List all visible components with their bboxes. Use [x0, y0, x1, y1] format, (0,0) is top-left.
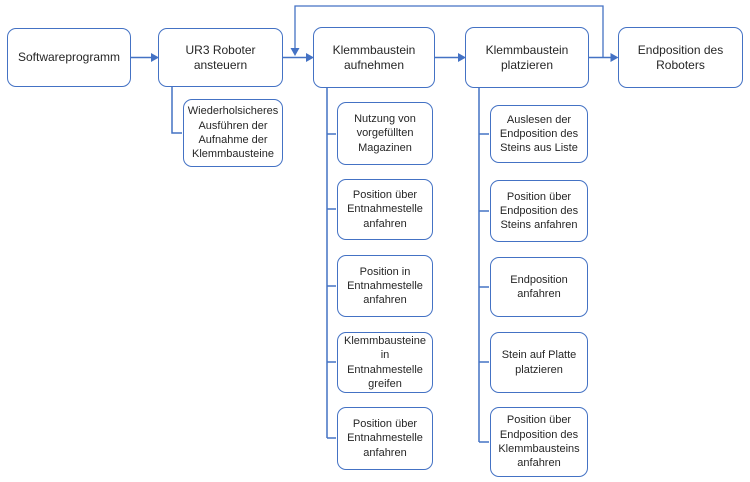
substep-stein-auf-platte: Stein auf Platte platzieren	[490, 332, 588, 393]
flow-step-label: Softwareprogramm	[17, 50, 121, 64]
loop-arrow	[290, 5, 604, 58]
substep-label: Position über Endposition des Klemmbaust…	[498, 414, 580, 470]
substep-position-ueber-endposition-steins: Position über Endposition des Steins anf…	[490, 180, 588, 242]
arrow-platzieren-to-endposition	[589, 53, 619, 62]
flow-step-klemmbaustein-aufnehmen: Klemmbaustein aufnehmen	[313, 27, 435, 88]
arrow-ur3-to-aufnehmen	[283, 53, 314, 62]
arrow-aufnehmen-to-platzieren	[435, 53, 466, 62]
substep-label: Klemmbausteine in Entnahmestelle greifen	[344, 334, 426, 390]
substep-endposition-anfahren: Endposition anfahren	[490, 257, 588, 317]
flow-step-label: Klemmbaustein platzieren	[485, 42, 569, 72]
substep-label: Position über Entnahmestelle anfahren	[347, 418, 423, 459]
substep-position-ueber-endposition-klemmbausteins: Position über Endposition des Klemmbaust…	[490, 407, 588, 477]
substep-label: Position über Endposition des Steins anf…	[499, 190, 579, 232]
substep-label: Endposition anfahren	[510, 273, 568, 300]
flow-step-label: Klemmbaustein aufnehmen	[332, 42, 416, 72]
substep-label: Position über Entnahmestelle anfahren	[347, 189, 423, 230]
flow-step-klemmbaustein-platzieren: Klemmbaustein platzieren	[465, 27, 589, 88]
branch-aufnehmen	[326, 88, 336, 439]
arrow-softwareprogramm-to-ur3	[131, 53, 159, 62]
substep-position-ueber-entnahmestelle-2: Position über Entnahmestelle anfahren	[337, 407, 433, 470]
substep-label: Auslesen der Endposition des Steins aus …	[499, 113, 579, 155]
substep-label: Nutzung von vorgefüllten Magazinen	[354, 113, 416, 154]
flow-step-ur3-roboter-ansteuern: UR3 Roboter ansteuern	[158, 28, 283, 87]
branch-platzieren	[478, 88, 489, 443]
substep-auslesen-endposition: Auslesen der Endposition des Steins aus …	[490, 105, 588, 163]
flow-step-softwareprogramm: Softwareprogramm	[7, 28, 131, 87]
substep-position-ueber-entnahmestelle-1: Position über Entnahmestelle anfahren	[337, 179, 433, 240]
substep-nutzung-magazine: Nutzung von vorgefüllten Magazinen	[337, 102, 433, 165]
flow-step-label: Endposition des Roboters	[637, 42, 724, 72]
substep-wiederholsicheres-ausfuehren: Wiederholsicheres Ausführen der Aufnahme…	[183, 99, 283, 167]
substep-label: Position in Entnahmestelle anfahren	[347, 265, 423, 307]
substep-label: Wiederholsicheres Ausführen der Aufnahme…	[187, 105, 279, 161]
flow-step-label: UR3 Roboter ansteuern	[185, 42, 256, 72]
substep-position-in-entnahmestelle: Position in Entnahmestelle anfahren	[337, 255, 433, 317]
flow-step-endposition-des-roboters: Endposition des Roboters	[618, 27, 743, 88]
substep-klemmbausteine-greifen: Klemmbausteine in Entnahmestelle greifen	[337, 332, 433, 393]
branch-ur3	[171, 87, 182, 134]
substep-label: Stein auf Platte platzieren	[501, 349, 577, 376]
